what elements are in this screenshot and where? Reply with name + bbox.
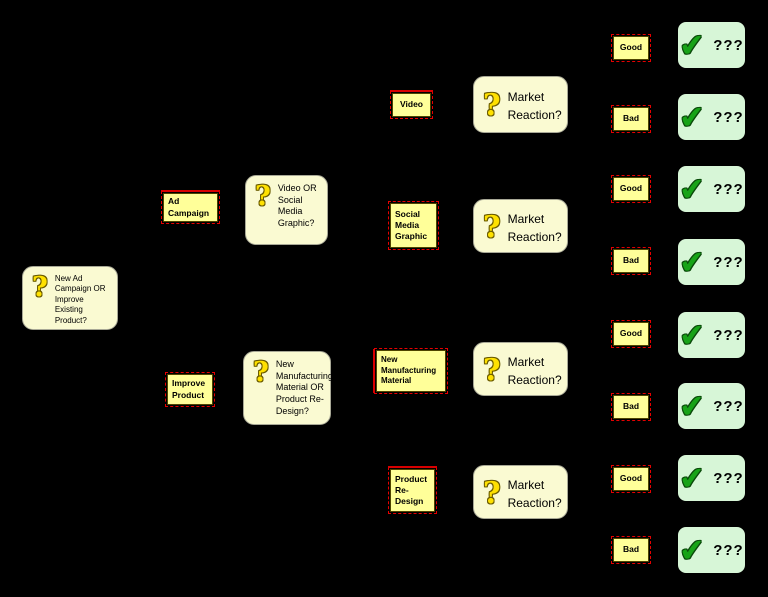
outcome-node-2[interactable]: ✔ ??? — [676, 92, 747, 142]
option-label: Improve Product — [172, 378, 206, 400]
chance-box-bad-1[interactable]: Bad — [611, 105, 651, 133]
market-reaction-node-4[interactable]: ? Market Reaction? — [473, 465, 568, 519]
check-mark-icon: ✔ — [678, 316, 707, 354]
outcome-node-3[interactable]: ✔ ??? — [676, 164, 747, 214]
question-mark-icon: ? — [483, 88, 501, 123]
check-mark-icon: ✔ — [678, 170, 707, 208]
decision-node-material-or-redesign[interactable]: ? New Manufacturing Material OR Product … — [243, 351, 333, 425]
check-mark-icon: ✔ — [678, 459, 707, 497]
option-box-new-manufacturing-material[interactable]: New Manufacturing Material — [373, 348, 448, 394]
node-label: New Ad Campaign OR Improve Existing Prod… — [54, 274, 106, 325]
chance-box-good-4[interactable]: Good — [611, 465, 651, 493]
chance-label: Bad — [622, 401, 640, 412]
outcome-label: ??? — [713, 541, 744, 559]
outcome-label: ??? — [713, 326, 744, 344]
outcome-label: ??? — [713, 397, 744, 415]
option-box-product-redesign[interactable]: Product Re- Design — [388, 466, 437, 514]
chance-label: Good — [619, 328, 643, 339]
check-mark-icon: ✔ — [678, 98, 707, 136]
chance-label: Good — [619, 183, 643, 194]
question-mark-icon: ? — [32, 272, 48, 303]
root-decision-node[interactable]: ? New Ad Campaign OR Improve Existing Pr… — [22, 266, 118, 330]
chance-label: Bad — [622, 113, 640, 124]
chance-label: Good — [619, 473, 643, 484]
chance-label: Good — [619, 42, 643, 53]
option-label: Ad Campaign — [168, 196, 210, 218]
option-label: New Manufacturing Material — [381, 355, 437, 386]
outcome-node-6[interactable]: ✔ ??? — [676, 381, 747, 431]
check-mark-icon: ✔ — [678, 243, 707, 281]
question-mark-icon: ? — [483, 352, 501, 388]
chance-box-bad-2[interactable]: Bad — [611, 247, 651, 275]
outcome-node-5[interactable]: ✔ ??? — [676, 310, 747, 360]
node-label: Market Reaction? — [507, 477, 562, 510]
outcome-label: ??? — [713, 253, 744, 271]
question-mark-icon: ? — [483, 209, 501, 245]
outcome-label: ??? — [713, 180, 744, 198]
option-box-video[interactable]: Video — [390, 90, 433, 119]
outcome-label: ??? — [713, 108, 744, 126]
outcome-node-1[interactable]: ✔ ??? — [676, 20, 747, 70]
question-mark-icon: ? — [253, 357, 269, 388]
outcome-node-7[interactable]: ✔ ??? — [676, 453, 747, 503]
question-mark-icon: ? — [483, 475, 501, 511]
chance-label: Bad — [622, 255, 640, 266]
check-mark-icon: ✔ — [678, 531, 707, 569]
node-label: New Manufacturing Material OR Product Re… — [275, 359, 333, 416]
market-reaction-node-2[interactable]: ? Market Reaction? — [473, 199, 568, 253]
option-box-improve-product[interactable]: Improve Product — [165, 372, 215, 407]
outcome-label: ??? — [713, 36, 744, 54]
node-label: Market Reaction? — [507, 211, 562, 244]
option-box-ad-campaign[interactable]: Ad Campaign — [161, 190, 220, 224]
chance-label: Bad — [622, 544, 640, 555]
option-label: Social Media Graphic — [395, 208, 428, 242]
node-label: Market Reaction? — [507, 90, 562, 122]
option-box-social-media-graphic[interactable]: Social Media Graphic — [388, 201, 439, 250]
option-label: Video — [400, 99, 423, 110]
chance-box-bad-4[interactable]: Bad — [611, 536, 651, 564]
check-mark-icon: ✔ — [678, 387, 707, 425]
market-reaction-node-1[interactable]: ? Market Reaction? — [473, 76, 568, 133]
chance-box-good-3[interactable]: Good — [611, 320, 651, 348]
market-reaction-node-3[interactable]: ? Market Reaction? — [473, 342, 568, 396]
chance-box-good-2[interactable]: Good — [611, 175, 651, 203]
decision-node-video-or-social[interactable]: ? Video OR Social Media Graphic? — [245, 175, 328, 245]
chance-box-good-1[interactable]: Good — [611, 34, 651, 62]
question-mark-icon: ? — [255, 181, 271, 212]
outcome-label: ??? — [713, 469, 744, 487]
check-mark-icon: ✔ — [678, 26, 707, 64]
chance-box-bad-3[interactable]: Bad — [611, 393, 651, 421]
node-label: Market Reaction? — [507, 354, 562, 387]
option-label: Product Re- Design — [395, 473, 428, 507]
outcome-node-4[interactable]: ✔ ??? — [676, 237, 747, 287]
outcome-node-8[interactable]: ✔ ??? — [676, 525, 747, 575]
node-label: Video OR Social Media Graphic? — [277, 183, 317, 229]
